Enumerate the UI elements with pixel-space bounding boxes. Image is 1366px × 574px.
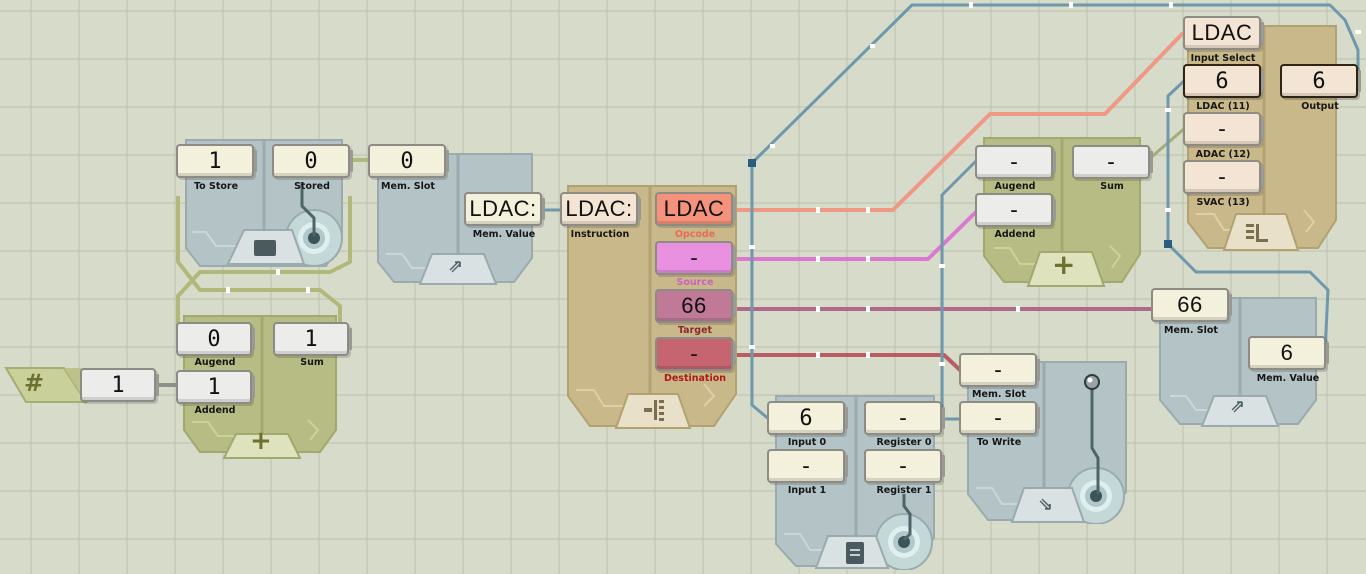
wire-output-loop[interactable] (750, 3, 1360, 422)
selector-input-select[interactable]: LDAC (1185, 18, 1264, 48)
selector-output-label: Output (1301, 101, 1339, 112)
adder-right-sum[interactable]: - (1074, 147, 1153, 177)
register-stored[interactable]: 0 (274, 146, 353, 176)
register-bank-register1-label: Register 1 (876, 485, 932, 496)
box-icon (254, 240, 276, 256)
constant-value[interactable]: 1 (82, 370, 159, 400)
memory-read-icon: ⇗ (448, 256, 464, 277)
decoder-destination-label: Destination (663, 373, 727, 384)
selector-adac-label: ADAC (12) (1195, 149, 1251, 160)
selector-adac[interactable]: - (1185, 114, 1264, 144)
ram-left-mem-value[interactable]: LDAC: (466, 194, 545, 224)
memory-write-icon: ⇘ (1038, 494, 1054, 515)
ram-read-chip-right[interactable]: ⇗ (1156, 296, 1322, 428)
ram-left-mem-slot[interactable]: 0 (370, 146, 449, 176)
wire-source[interactable] (736, 208, 980, 261)
ram-write-to-write-label: To Write (976, 437, 1022, 448)
register-stored-label: Stored (294, 181, 330, 192)
decoder-source-label: Source (676, 277, 714, 288)
decoder-opcode-label: Opcode (674, 229, 716, 240)
selector-ldac[interactable]: 6 (1185, 66, 1264, 96)
hash-icon: # (24, 369, 45, 397)
ram-write-mem-slot-label: Mem. Slot (972, 389, 1026, 400)
plus-icon: + (1052, 248, 1076, 281)
register-bank-register0-label: Register 0 (876, 437, 932, 448)
ram-write-chip[interactable]: ⇘ (964, 360, 1130, 524)
register-bank-input0[interactable]: 6 (769, 403, 848, 433)
ram-right-mem-value-label: Mem. Value (1256, 373, 1320, 384)
selector-input-select-label: Input Select (1190, 53, 1256, 64)
register-bank-input1[interactable]: - (769, 451, 848, 481)
ram-write-mem-slot[interactable]: - (961, 355, 1040, 385)
ram-left-mem-value-label: Mem. Value (472, 229, 536, 240)
wire-opcode[interactable] (736, 31, 1185, 212)
adder-left-augend-label: Augend (194, 357, 236, 368)
adder-left-sum[interactable]: 1 (275, 324, 352, 354)
ram-write-to-write[interactable]: - (961, 403, 1040, 433)
decoder-target[interactable]: 66 (657, 291, 736, 321)
ram-read-chip-left[interactable]: ⇗ (372, 150, 536, 286)
adder-right-addend[interactable]: - (977, 195, 1056, 225)
plus-icon: + (250, 426, 272, 456)
wire-register0-to-augend[interactable] (940, 159, 978, 420)
split-icon (644, 400, 664, 421)
register-to-store-label: To Store (193, 181, 239, 192)
wire-destination[interactable] (736, 353, 962, 372)
register-bank-register1[interactable]: - (866, 451, 945, 481)
decoder-source[interactable]: - (657, 243, 736, 273)
ram-left-mem-slot-label: Mem. Slot (381, 181, 435, 192)
register-bank-input0-label: Input 0 (787, 437, 827, 448)
selector-svac[interactable]: - (1185, 162, 1264, 192)
selector-ldac-label: LDAC (11) (1196, 101, 1250, 112)
adder-right-augend-label: Augend (994, 181, 1036, 192)
ram-right-mem-slot-label: Mem. Slot (1164, 325, 1218, 336)
wire-junction (1164, 240, 1172, 248)
selector-svac-label: SVAC (13) (1196, 197, 1250, 208)
selector-icon (1246, 224, 1268, 242)
document-icon (846, 542, 864, 564)
register-to-store[interactable]: 1 (178, 146, 257, 176)
register-bank-input1-label: Input 1 (787, 485, 827, 496)
selector-output[interactable]: 6 (1282, 66, 1361, 96)
adder-right-addend-label: Addend (994, 229, 1036, 240)
adder-left-addend[interactable]: 1 (178, 372, 255, 402)
ram-right-mem-slot[interactable]: 66 (1153, 290, 1232, 320)
decoder-target-label: Target (677, 325, 713, 336)
register-bank-register0[interactable]: - (866, 403, 945, 433)
adder-right-augend[interactable]: - (977, 147, 1056, 177)
wire-junction (748, 159, 756, 167)
adder-right-sum-label: Sum (1100, 181, 1124, 192)
adder-left-augend[interactable]: 0 (178, 324, 255, 354)
decoder-destination[interactable]: - (657, 339, 736, 369)
wire-memvalue-to-ldac[interactable] (1166, 78, 1330, 353)
decoder-opcode[interactable]: LDAC (657, 194, 736, 224)
memory-read-icon: ⇗ (1230, 396, 1246, 417)
register-bank-chip[interactable] (772, 394, 940, 570)
ram-right-mem-value[interactable]: 6 (1250, 338, 1329, 368)
wire-sum-to-store[interactable] (176, 196, 342, 330)
decoder-instruction[interactable]: LDAC: (562, 194, 641, 224)
wire-stored-to-augend[interactable] (176, 196, 352, 340)
adder-left-sum-label: Sum (300, 357, 324, 368)
adder-left-addend-label: Addend (194, 405, 236, 416)
decoder-instruction-label: Instruction (570, 229, 630, 240)
